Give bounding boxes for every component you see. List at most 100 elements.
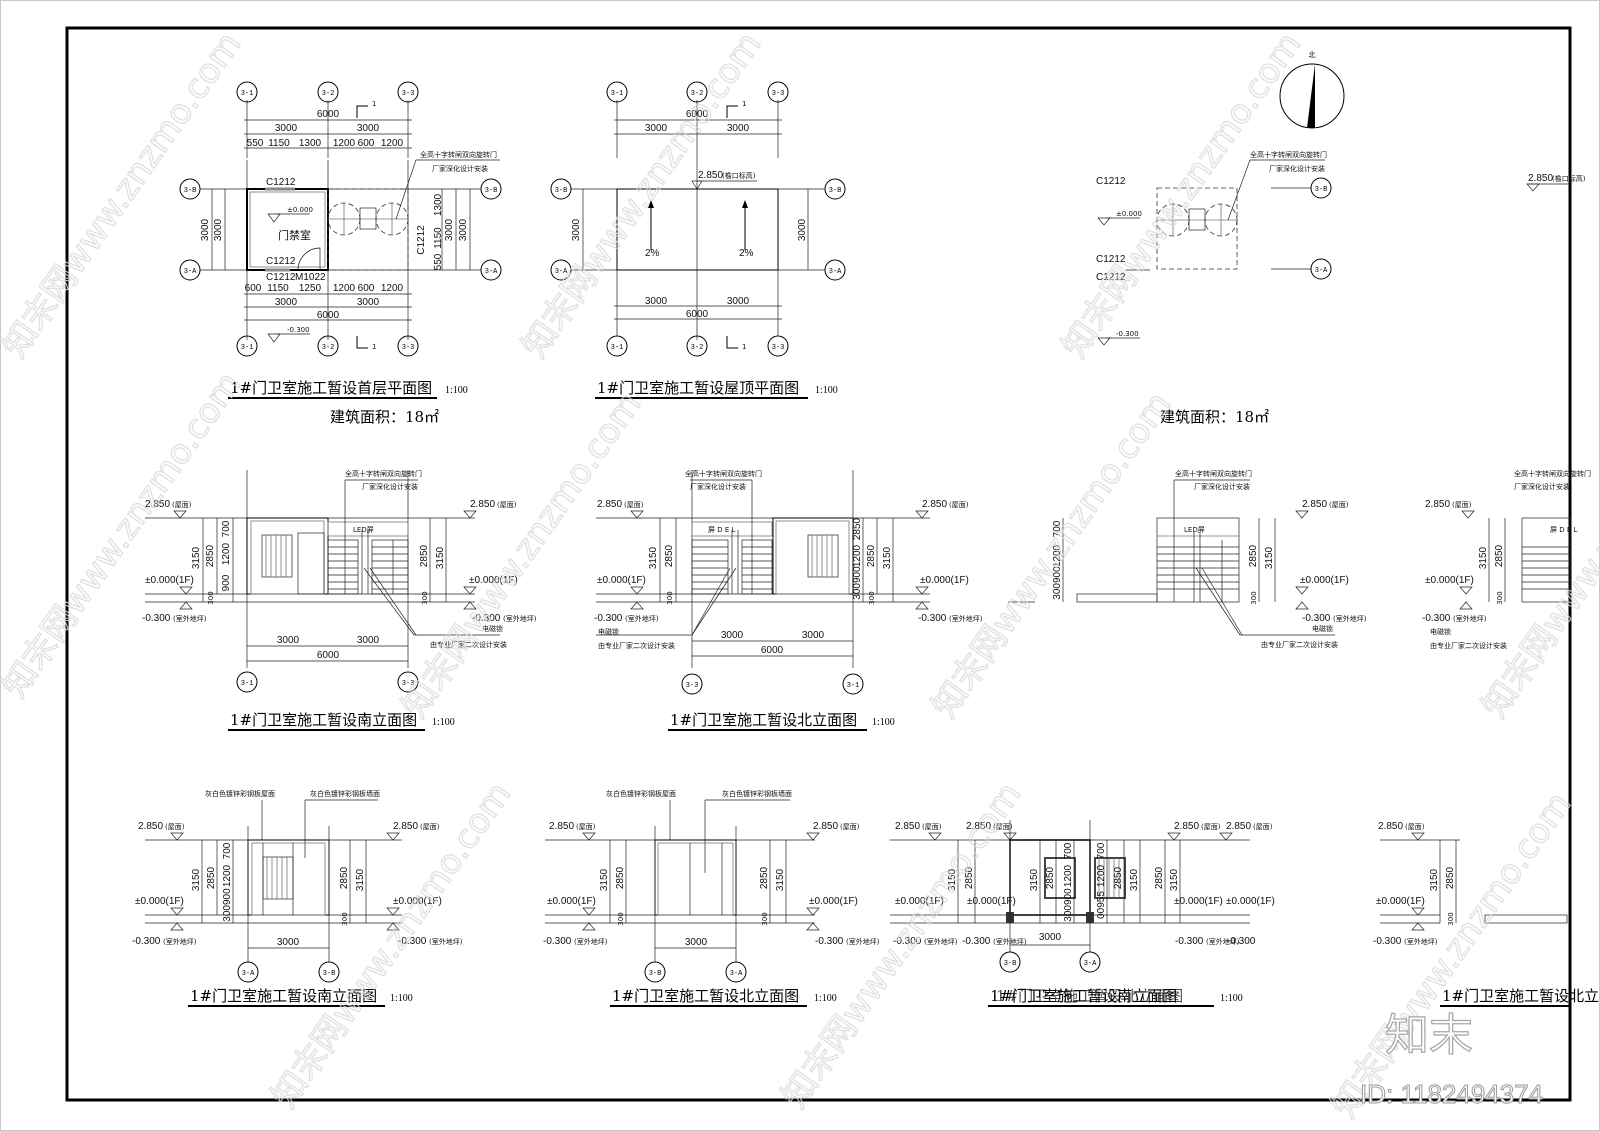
axis-bubble-3-B-left: 3-B: [179, 178, 201, 200]
svg-text:由专业厂家二次设计安装: 由专业厂家二次设计安装: [1261, 640, 1338, 649]
axis-bubble-3-B-right: 3-B: [480, 178, 502, 200]
svg-text:3-B: 3-B: [555, 187, 568, 195]
svg-text:900: 900: [221, 574, 232, 591]
svg-text:(屋面): (屋面): [165, 823, 185, 831]
svg-text:(室外地坪): (室外地坪): [574, 937, 608, 946]
svg-text:(屋面): (屋面): [1452, 501, 1472, 509]
svg-text:3000: 3000: [797, 218, 808, 241]
svg-text:550: 550: [433, 253, 444, 270]
svg-text:电磁锁: 电磁锁: [1430, 627, 1451, 636]
svg-text:±0.000(1F): ±0.000(1F): [145, 575, 194, 586]
svg-text:2.850: 2.850: [138, 821, 163, 832]
svg-text:3-A: 3-A: [1315, 267, 1328, 275]
svg-text:2850: 2850: [339, 866, 350, 889]
watermark-logo: 知末: [1385, 1010, 1473, 1061]
svg-text:2850: 2850: [1248, 544, 1259, 567]
svg-text:(室外地坪): (室外地坪): [625, 614, 659, 623]
svg-text:(屋面): (屋面): [624, 501, 644, 509]
svg-text:3150: 3150: [1429, 868, 1440, 891]
svg-text:-0.300: -0.300: [472, 613, 501, 624]
svg-text:3-3: 3-3: [402, 344, 415, 352]
svg-text:±0.000(1F): ±0.000(1F): [809, 896, 858, 907]
svg-text:(屋面): (屋面): [922, 823, 942, 831]
svg-text:3-3: 3-3: [686, 682, 699, 690]
svg-text:-0.300: -0.300: [1227, 936, 1256, 947]
svg-text:2.850: 2.850: [393, 821, 418, 832]
svg-text:3-A: 3-A: [730, 970, 743, 978]
svg-text:1200: 1200: [222, 864, 233, 887]
svg-text:300900: 300900: [1063, 888, 1074, 922]
axis-bubble-3-A-left: 3-A: [179, 259, 201, 281]
svg-text:-0.300: -0.300: [815, 936, 844, 947]
svg-text:(室外地坪): (室外地坪): [1453, 614, 1487, 623]
svg-text:700: 700: [221, 520, 232, 537]
side-north-elevation: 灰白色镀锌彩钢板屋面 灰白色镀锌彩钢板墙面 2.850(屋面) ±0.000(1…: [543, 789, 880, 1007]
svg-text:2.850: 2.850: [1378, 821, 1403, 832]
section-mark-icon: [356, 336, 368, 349]
svg-text:±0.000: ±0.000: [287, 206, 313, 214]
svg-text:300: 300: [1496, 591, 1504, 604]
svg-text:2.850: 2.850: [895, 821, 920, 832]
svg-text:1200: 1200: [333, 283, 356, 294]
svg-text:灰白色镀锌彩钢板屋面: 灰白色镀锌彩钢板屋面: [606, 789, 676, 798]
svg-text:300: 300: [1447, 912, 1455, 925]
svg-text:知末网www.znzmo.com: 知末网www.znzmo.com: [1325, 785, 1580, 1125]
svg-text:1200: 1200: [852, 544, 863, 567]
plan-fragment-right: 北 C1212 C1212 C1212 ±0.000 全高十字转闸双向旋转门 厂…: [1096, 51, 1586, 426]
svg-text:知末网www.znzmo.com: 知末网www.znzmo.com: [1055, 25, 1310, 365]
svg-text:6000: 6000: [317, 650, 340, 661]
svg-text:-0.300: -0.300: [1373, 936, 1402, 947]
svg-text:3000: 3000: [645, 296, 668, 307]
svg-text:2850: 2850: [615, 866, 626, 889]
svg-text:1200: 1200: [1096, 864, 1107, 887]
svg-text:1:100: 1:100: [815, 385, 838, 396]
svg-text:M1022: M1022: [295, 272, 326, 283]
svg-text:3-B: 3-B: [1315, 186, 1328, 194]
svg-text:(室外地坪): (室外地坪): [924, 937, 958, 946]
svg-text:2.850: 2.850: [145, 499, 170, 510]
svg-text:全高十字转闸双向旋转门: 全高十字转闸双向旋转门: [345, 469, 422, 478]
svg-text:2850: 2850: [1494, 544, 1505, 567]
svg-text:1: 1: [742, 343, 746, 351]
svg-text:-0.300: -0.300: [287, 326, 310, 334]
svg-text:-0.300: -0.300: [918, 613, 947, 624]
svg-text:300: 300: [1250, 591, 1258, 604]
svg-text:2.850: 2.850: [813, 821, 838, 832]
svg-text:3000: 3000: [458, 218, 469, 241]
svg-text:3150: 3150: [648, 546, 659, 569]
slope-arrow-icon: [648, 200, 654, 208]
svg-text:(屋面): (屋面): [576, 823, 596, 831]
svg-text:(室外地坪): (室外地坪): [846, 937, 880, 946]
svg-text:3-2: 3-2: [322, 344, 335, 352]
svg-text:1200: 1200: [221, 542, 232, 565]
elevation-fragment-right: 2.850(屋面) 3150 2850 300 ±0.000(1F) -0.30…: [1422, 469, 1591, 650]
svg-text:300900: 300900: [852, 566, 863, 600]
svg-text:(屋面): (屋面): [172, 501, 192, 509]
slope-arrow-icon: [742, 200, 748, 208]
svg-text:2850: 2850: [664, 544, 675, 567]
svg-text:1200: 1200: [381, 138, 404, 149]
svg-text:建筑面积：18㎡: 建筑面积：18㎡: [1160, 408, 1269, 426]
svg-text:-0.300: -0.300: [893, 936, 922, 947]
svg-text:2%: 2%: [739, 248, 754, 259]
svg-text:厂家深化设计安装: 厂家深化设计安装: [362, 482, 418, 491]
svg-text:3-B: 3-B: [485, 187, 498, 195]
svg-text:3150: 3150: [599, 868, 610, 891]
svg-text:3-A: 3-A: [555, 268, 568, 276]
svg-text:3150: 3150: [355, 868, 366, 891]
svg-text:2.850: 2.850: [597, 499, 622, 510]
svg-text:1250: 1250: [299, 283, 322, 294]
svg-text:3150: 3150: [775, 868, 786, 891]
first-floor-plan: 3-1 3-2 3-3 1 6000 3000 3000 550 1150 13…: [179, 81, 502, 426]
svg-text:3000: 3000: [571, 218, 582, 241]
svg-text:(室外地坪): (室外地坪): [1404, 937, 1438, 946]
svg-text:3-2: 3-2: [691, 344, 704, 352]
svg-text:6000: 6000: [317, 109, 340, 120]
svg-text:灰白色镀锌彩钢板屋面: 灰白色镀锌彩钢板屋面: [205, 789, 275, 798]
svg-text:全高十字转闸双向旋转门: 全高十字转闸双向旋转门: [420, 150, 497, 159]
svg-text:知末网www.znzmo.com: 知末网www.znzmo.com: [265, 775, 520, 1115]
svg-text:门禁室: 门禁室: [278, 228, 311, 242]
svg-text:600: 600: [358, 138, 375, 149]
svg-text:2%: 2%: [645, 248, 660, 259]
svg-text:2.850: 2.850: [1302, 499, 1327, 510]
